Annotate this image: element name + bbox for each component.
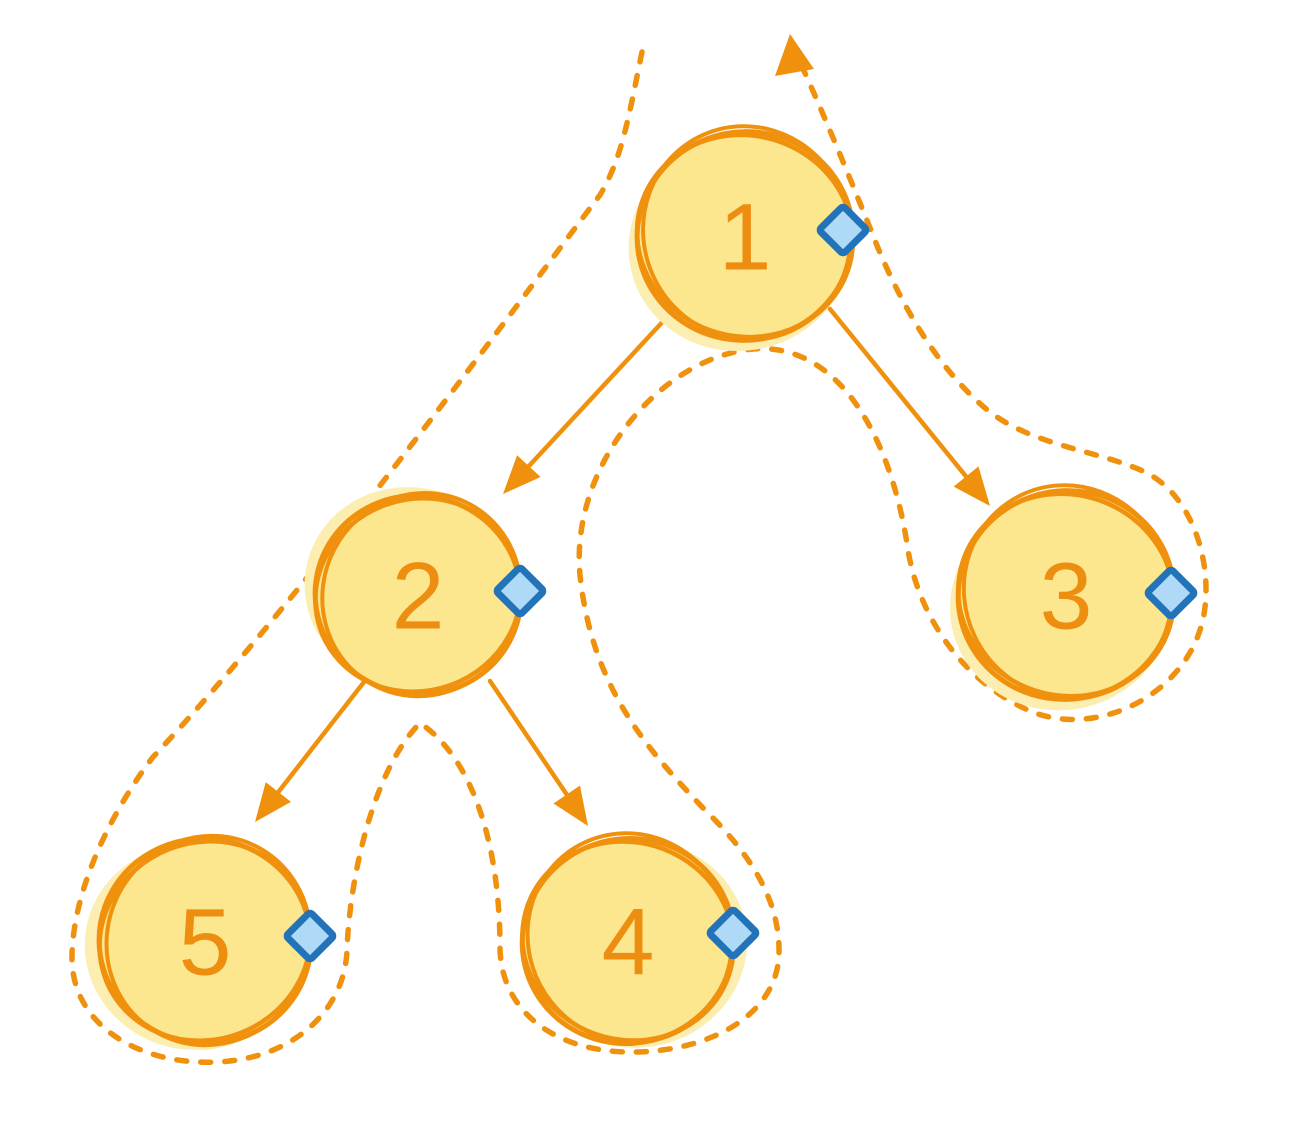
edge-arrowhead-icon-2-4 bbox=[553, 785, 588, 826]
node-label-3: 3 bbox=[1040, 543, 1093, 649]
edge-line-2-5 bbox=[271, 679, 367, 801]
edge-line-1-3 bbox=[827, 306, 974, 485]
node-sketch-outline bbox=[104, 833, 313, 1048]
connector-diamond-icon[interactable] bbox=[1144, 566, 1198, 620]
node-sketch-outline bbox=[320, 491, 523, 699]
edge-arrowhead-icon-1-2 bbox=[503, 455, 541, 494]
tree-node-3[interactable]: 3 bbox=[928, 450, 1208, 734]
node-label-4: 4 bbox=[602, 889, 655, 995]
node-sketch-outline bbox=[641, 124, 853, 342]
edge-arrowhead-icon-1-3 bbox=[953, 466, 990, 506]
traversal-arrowhead-icon bbox=[775, 34, 814, 76]
connector-diamond-icon[interactable] bbox=[816, 203, 870, 257]
node-label-2: 2 bbox=[392, 543, 445, 649]
edge-2-5 bbox=[255, 679, 367, 822]
nodes-layer: 1 2 3 5 4 bbox=[68, 93, 1208, 1079]
connector-diamond-icon[interactable] bbox=[706, 906, 760, 960]
traversal-dotted-path bbox=[69, 49, 1209, 1065]
tree-node-4[interactable]: 4 bbox=[491, 797, 769, 1078]
edge-2-4 bbox=[487, 678, 588, 826]
tree-node-5[interactable]: 5 bbox=[68, 801, 345, 1079]
edge-line-2-4 bbox=[487, 678, 574, 804]
tree-node-1[interactable]: 1 bbox=[609, 93, 885, 373]
edge-1-2 bbox=[503, 313, 671, 494]
node-sketch-outline bbox=[961, 483, 1174, 701]
tree-node-2[interactable]: 2 bbox=[286, 458, 557, 731]
node-label-5: 5 bbox=[179, 889, 232, 995]
edge-line-1-2 bbox=[521, 313, 671, 475]
edge-1-3 bbox=[827, 306, 990, 506]
edge-arrowhead-icon-2-5 bbox=[255, 782, 291, 822]
node-label-1: 1 bbox=[719, 184, 772, 290]
connector-diamond-icon[interactable] bbox=[283, 909, 337, 963]
edges-layer bbox=[255, 306, 990, 826]
node-sketch-outline bbox=[525, 831, 734, 1045]
connector-diamond-icon[interactable] bbox=[493, 564, 547, 618]
